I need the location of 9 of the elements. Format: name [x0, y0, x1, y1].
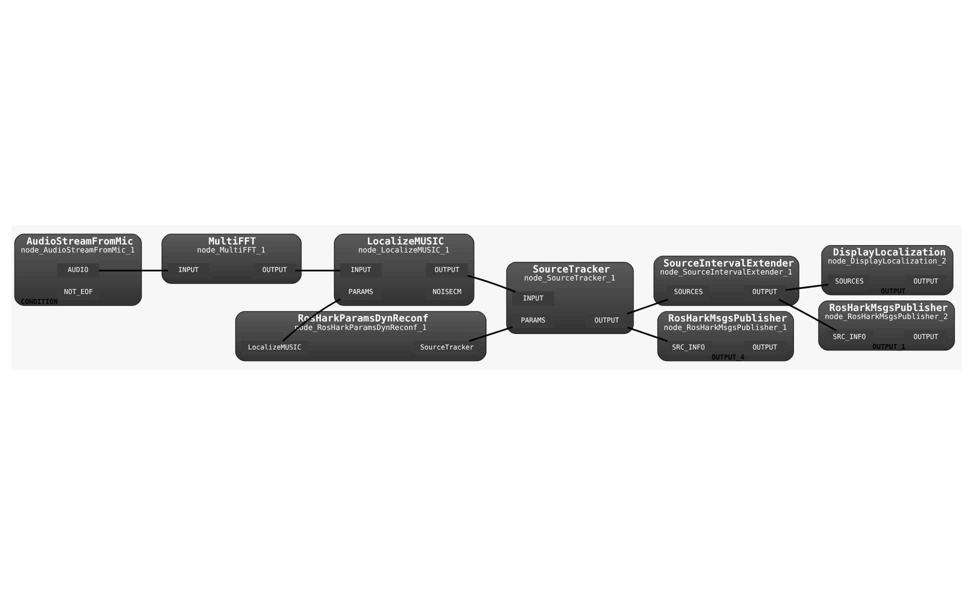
connector [784, 283, 828, 290]
connector [294, 269, 340, 271]
connector [778, 298, 836, 331]
connector [98, 269, 168, 271]
connector [626, 326, 668, 342]
connector [466, 274, 516, 292]
connector [626, 298, 668, 314]
connector [468, 326, 512, 342]
connector [282, 298, 340, 342]
